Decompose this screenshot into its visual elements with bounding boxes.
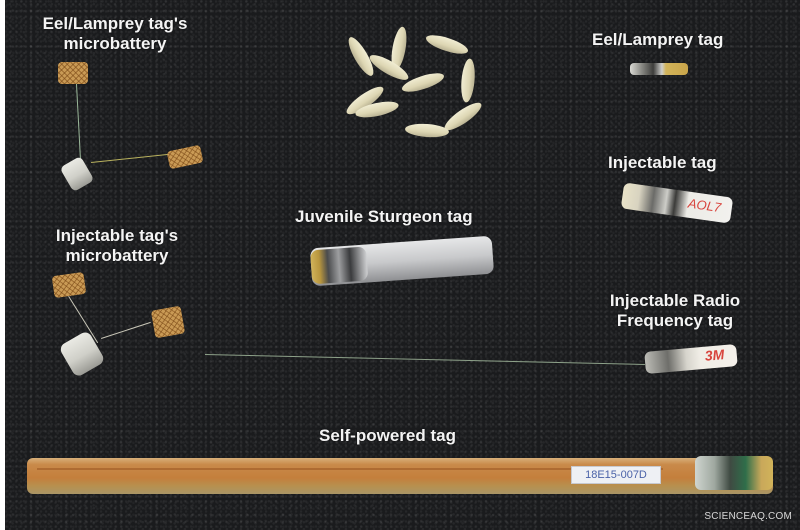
- battery-cylinder: [58, 329, 106, 379]
- label-juvenile-sturgeon-tag: Juvenile Sturgeon tag: [295, 207, 473, 226]
- watermark: SCIENCEAQ.COM: [704, 511, 792, 522]
- label-injectable-microbattery: Injectable tag's microbattery: [55, 226, 179, 265]
- rice-grain: [366, 50, 412, 85]
- self-powered-electronics: [695, 456, 773, 490]
- label-injectable-rf-tag: Injectable Radio Frequency tag: [609, 291, 741, 330]
- label-self-powered-tag: Self-powered tag: [319, 426, 456, 445]
- rf-antenna-wire: [204, 354, 645, 365]
- wire: [76, 84, 81, 160]
- photo-scene: Eel/Lamprey tag's microbattery Eel/Lampr…: [5, 0, 800, 530]
- juvenile-sturgeon-tag: [309, 235, 495, 287]
- mesh-electrode: [58, 62, 88, 84]
- battery-cylinder: [59, 155, 95, 193]
- mesh-electrode: [150, 305, 186, 339]
- eel-lamprey-tag: [630, 63, 688, 75]
- id-label: 18E15-007D: [571, 466, 661, 484]
- rice-grain: [404, 122, 450, 139]
- mesh-electrode: [51, 271, 87, 299]
- wire: [101, 321, 151, 339]
- rice-grain: [459, 58, 477, 103]
- sturgeon-electronics: [310, 246, 369, 285]
- injectable-rf-tag: 3M: [644, 344, 738, 374]
- label-injectable-tag: Injectable tag: [608, 153, 717, 172]
- self-powered-stripe: [37, 468, 663, 470]
- tag-marking: AOL7: [687, 195, 723, 216]
- wire: [91, 153, 171, 163]
- mesh-electrode: [166, 144, 204, 170]
- injectable-tag: AOL7: [620, 182, 734, 224]
- self-powered-tag: 18E15-007D: [27, 456, 773, 494]
- rice-grain: [424, 31, 470, 58]
- label-eel-lamprey-tag: Eel/Lamprey tag: [592, 30, 724, 49]
- tag-marking: 3M: [704, 346, 725, 364]
- label-eel-lamprey-microbattery: Eel/Lamprey tag's microbattery: [42, 14, 188, 53]
